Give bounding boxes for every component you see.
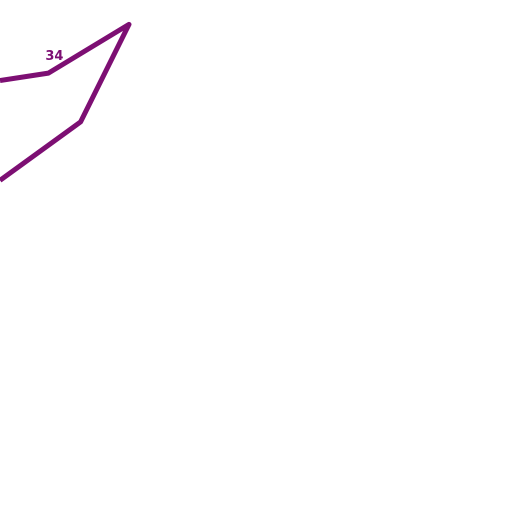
data-label-0-0: 34 [45,49,63,64]
series-line-0 [0,21,132,183]
data-label-layer: 34 [45,49,63,64]
series-layer [0,21,132,183]
